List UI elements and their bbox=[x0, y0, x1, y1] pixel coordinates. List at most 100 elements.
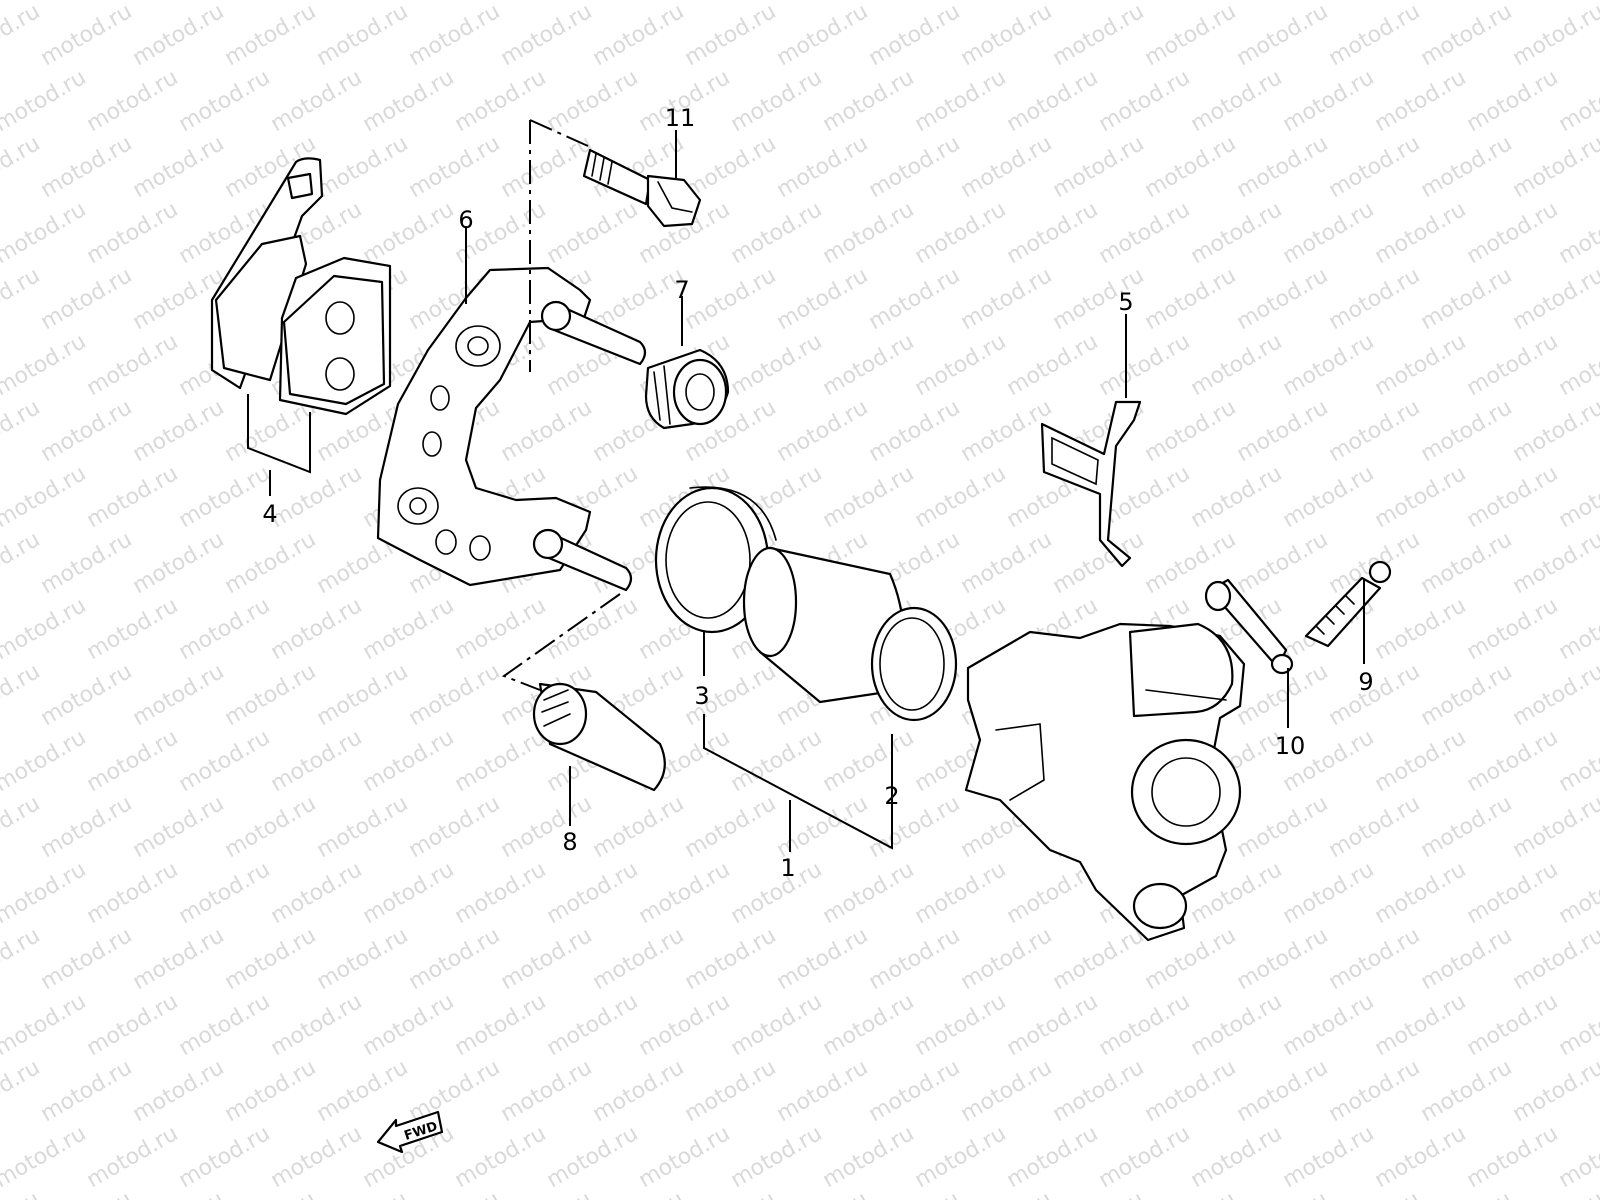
callout-11: 11 bbox=[665, 104, 696, 132]
watermark-text: motod.ru bbox=[221, 659, 321, 731]
watermark-text: motod.ru bbox=[911, 197, 1011, 269]
caliper-body bbox=[964, 622, 1246, 942]
watermark-text: motod.ru bbox=[313, 1055, 413, 1127]
watermark-text: motod.ru bbox=[1417, 791, 1517, 863]
watermark-text: motod.ru bbox=[1463, 461, 1563, 533]
caliper-bracket-part-6 bbox=[376, 266, 647, 592]
watermark-text: motod.ru bbox=[313, 659, 413, 731]
watermark-text: motod.ru bbox=[1279, 65, 1379, 137]
watermark-text: motod.ru bbox=[313, 0, 413, 71]
watermark-text: motod.ru bbox=[1141, 1055, 1241, 1127]
watermark-text: motod.ru bbox=[1509, 0, 1600, 71]
watermark-text: motod.ru bbox=[1555, 329, 1600, 401]
watermark-text: motod.ru bbox=[1049, 0, 1149, 71]
watermark-text: motod.ru bbox=[865, 1055, 965, 1127]
watermark-text: motod.ru bbox=[221, 1055, 321, 1127]
watermark-text: motod.ru bbox=[405, 659, 505, 731]
watermark-text: motod.ru bbox=[1233, 1055, 1333, 1127]
watermark-text: motod.ru bbox=[83, 329, 183, 401]
watermark-text: motod.ru bbox=[543, 0, 643, 5]
watermark-text: motod.ru bbox=[819, 1121, 919, 1193]
watermark-text: motod.ru bbox=[635, 857, 735, 929]
watermark-text: motod.ru bbox=[681, 0, 781, 71]
watermark-text: motod.ru bbox=[1141, 1187, 1241, 1200]
watermark-text: motod.ru bbox=[267, 989, 367, 1061]
watermark-text: motod.ru bbox=[359, 857, 459, 929]
watermark-text: motod.ru bbox=[865, 791, 965, 863]
watermark-text: motod.ru bbox=[313, 131, 413, 203]
watermark-text: motod.ru bbox=[37, 1055, 137, 1127]
watermark-text: motod.ru bbox=[1003, 197, 1103, 269]
watermark-text: motod.ru bbox=[175, 857, 275, 929]
watermark-text: motod.ru bbox=[1233, 791, 1333, 863]
watermark-text: motod.ru bbox=[0, 461, 90, 533]
watermark-text: motod.ru bbox=[1003, 65, 1103, 137]
watermark-text: motod.ru bbox=[957, 527, 1057, 599]
watermark-text: motod.ru bbox=[267, 461, 367, 533]
watermark-text: motod.ru bbox=[1279, 197, 1379, 269]
watermark-text: motod.ru bbox=[1463, 0, 1563, 5]
watermark-text: motod.ru bbox=[1371, 461, 1471, 533]
watermark-text: motod.ru bbox=[175, 0, 275, 5]
watermark-text: motod.ru bbox=[359, 65, 459, 137]
watermark-text: motod.ru bbox=[681, 791, 781, 863]
watermark-text: motod.ru bbox=[1233, 0, 1333, 71]
watermark-text: motod.ru bbox=[1463, 725, 1563, 797]
assembly-lines bbox=[501, 119, 621, 691]
piston-seal-part-3 bbox=[654, 486, 777, 634]
watermark-text: motod.ru bbox=[359, 725, 459, 797]
watermark-text: motod.ru bbox=[1187, 989, 1287, 1061]
watermark-text: motod.ru bbox=[1509, 395, 1600, 467]
callout-5: 5 bbox=[1118, 288, 1133, 316]
watermark-text: motod.ru bbox=[405, 0, 505, 71]
watermark-text: motod.ru bbox=[129, 0, 229, 71]
watermark-text: motod.ru bbox=[451, 65, 551, 137]
watermark-text: motod.ru bbox=[1141, 263, 1241, 335]
watermark-text: motod.ru bbox=[37, 1187, 137, 1200]
watermark-text: motod.ru bbox=[1233, 395, 1333, 467]
watermark-text: motod.ru bbox=[1279, 0, 1379, 5]
watermark-text: motod.ru bbox=[1187, 0, 1287, 5]
watermark-text: motod.ru bbox=[1049, 527, 1149, 599]
watermark-text: motod.ru bbox=[0, 857, 90, 929]
watermark-text: motod.ru bbox=[1509, 791, 1600, 863]
watermark-text: motod.ru bbox=[37, 0, 137, 71]
watermark-text: motod.ru bbox=[1325, 791, 1425, 863]
dust-seal-part-2 bbox=[870, 606, 958, 722]
watermark-text: motod.ru bbox=[1509, 131, 1600, 203]
watermark-text: motod.ru bbox=[0, 131, 44, 203]
watermark-text: motod.ru bbox=[1509, 923, 1600, 995]
watermark-text: motod.ru bbox=[221, 791, 321, 863]
watermark-text: motod.ru bbox=[175, 725, 275, 797]
watermark-text: motod.ru bbox=[681, 263, 781, 335]
watermark-text: motod.ru bbox=[1095, 989, 1195, 1061]
watermark-text: motod.ru bbox=[37, 395, 137, 467]
watermark-text: motod.ru bbox=[405, 131, 505, 203]
watermark-text: motod.ru bbox=[911, 461, 1011, 533]
watermark-text: motod.ru bbox=[1509, 263, 1600, 335]
watermark-text: motod.ru bbox=[865, 263, 965, 335]
watermark-text: motod.ru bbox=[589, 1187, 689, 1200]
watermark-text: motod.ru bbox=[1141, 131, 1241, 203]
watermark-text: motod.ru bbox=[1325, 0, 1425, 71]
watermark-text: motod.ru bbox=[1371, 0, 1471, 5]
watermark-text: motod.ru bbox=[83, 593, 183, 665]
watermark-text: motod.ru bbox=[911, 1121, 1011, 1193]
watermark-text: motod.ru bbox=[1095, 0, 1195, 5]
watermark-text: motod.ru bbox=[681, 131, 781, 203]
watermark-text: motod.ru bbox=[37, 131, 137, 203]
callout-9: 9 bbox=[1358, 668, 1373, 696]
watermark-text: motod.ru bbox=[773, 131, 873, 203]
callout-3: 3 bbox=[694, 682, 709, 710]
watermark-text: motod.ru bbox=[1049, 131, 1149, 203]
watermark-text: motod.ru bbox=[681, 1187, 781, 1200]
slide-pin-part-8 bbox=[532, 682, 666, 792]
watermark-text: motod.ru bbox=[635, 0, 735, 5]
watermark-text: motod.ru bbox=[1325, 395, 1425, 467]
watermark-text: motod.ru bbox=[497, 131, 597, 203]
watermark-text: motod.ru bbox=[1417, 131, 1517, 203]
watermark-text: motod.ru bbox=[1233, 527, 1333, 599]
callout-4: 4 bbox=[262, 500, 277, 528]
watermark-text: motod.ru bbox=[911, 857, 1011, 929]
watermark-text: motod.ru bbox=[0, 923, 44, 995]
